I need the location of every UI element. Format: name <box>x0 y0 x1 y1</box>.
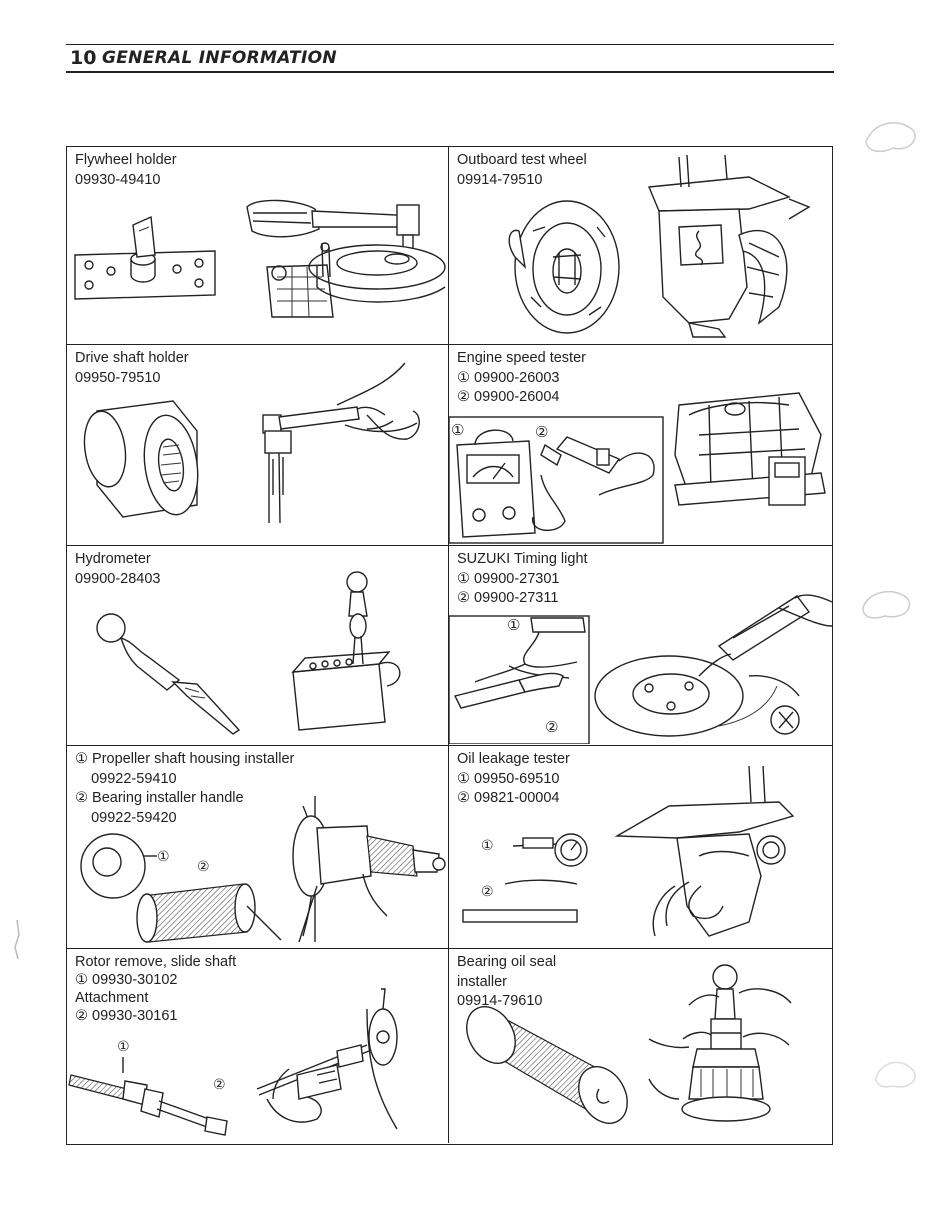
flywheel-holder-illustration <box>74 199 446 318</box>
part-number: 09914-79610 <box>457 993 543 1009</box>
rotor-remover-illustration: ① ② <box>68 988 398 1136</box>
tool-name: Rotor remove, slide shaft <box>75 954 237 970</box>
tool-cell-test-wheel: Outboard test wheel 09914-79510 <box>449 147 832 345</box>
tool-name: Attachment <box>75 990 149 1006</box>
header-rule-bottom <box>66 71 834 73</box>
tool-label: Drive shaft holder 09950-79510 <box>75 349 189 388</box>
page-number: 10 <box>70 47 97 69</box>
part-number: ① 09930-30102 <box>75 972 178 988</box>
tool-name: Hydrometer <box>75 551 151 567</box>
part-number: 09950-79510 <box>75 369 161 386</box>
callout-2: ② <box>535 423 548 441</box>
tool-name: Drive shaft holder <box>75 350 189 366</box>
oil-leakage-tester-illustration: ① ② <box>462 765 795 937</box>
tool-name: installer <box>457 973 507 990</box>
tool-cell-hydrometer: Hydrometer 09900-28403 <box>67 546 449 746</box>
tool-label: Engine speed tester ① 09900-26003 ② 0990… <box>457 349 586 408</box>
callout-2: ② <box>545 718 558 736</box>
part-number: 09922-59420 <box>75 809 177 826</box>
callout-1: ① <box>157 849 170 865</box>
housing-installer-illustration: ① ② <box>80 796 446 943</box>
tool-cell-timing-light: SUZUKI Timing light ① 09900-27301 ② 0990… <box>449 546 832 746</box>
callout-1: ① <box>507 616 520 634</box>
tool-cell-bearing-installer: Bearing oil seal installer 09914-79610 <box>449 949 832 1143</box>
part-number: 09922-59410 <box>75 770 177 787</box>
tool-label: Outboard test wheel 09914-79510 <box>457 151 587 190</box>
tool-label: Hydrometer 09900-28403 <box>75 550 160 589</box>
tool-label: Flywheel holder 09930-49410 <box>75 151 177 190</box>
tool-name: Flywheel holder <box>75 152 177 168</box>
scan-blot-4 <box>14 919 20 960</box>
callout-2: ② <box>481 884 494 900</box>
tool-name: Outboard test wheel <box>457 152 587 168</box>
part-number: 09914-79510 <box>457 171 543 188</box>
part-number: ① 09950-69510 <box>457 770 560 787</box>
callout-1: ① <box>117 1039 130 1055</box>
speed-tester-illustration: ① ② <box>449 392 826 544</box>
callout-2: ② <box>197 859 210 875</box>
tool-name: SUZUKI Timing light <box>457 551 588 567</box>
part-number: 09930-49410 <box>75 171 161 188</box>
tool-label: Bearing oil seal installer 09914-79610 <box>457 953 556 1012</box>
callout-2: ② <box>213 1077 226 1093</box>
bearing-installer-illustration <box>466 964 792 1124</box>
scan-blot-2 <box>862 590 911 619</box>
tool-cell-flywheel-holder: Flywheel holder 09930-49410 <box>67 147 449 345</box>
part-number: ② 09900-26004 <box>457 389 560 405</box>
tool-cell-drive-shaft-holder: Drive shaft holder 09950-79510 <box>67 345 449 546</box>
part-number: ① 09900-27301 <box>457 570 560 587</box>
test-wheel-illustration <box>508 154 811 338</box>
tool-label: Oil leakage tester ① 09950-69510 ② 09821… <box>457 750 570 809</box>
scan-blot-3 <box>875 1061 916 1088</box>
tool-label: ① Propeller shaft housing installer 0992… <box>75 750 294 828</box>
tool-cell-housing-installer: ① Propeller shaft housing installer 0992… <box>67 746 449 949</box>
timing-light-illustration: ① ② <box>449 594 832 744</box>
tool-cell-engine-speed-tester: Engine speed tester ① 09900-26003 ② 0990… <box>449 345 832 546</box>
part-number: 09900-28403 <box>75 570 161 587</box>
tool-name: ① Propeller shaft housing installer <box>75 751 295 767</box>
tool-name: Bearing oil seal <box>457 954 557 970</box>
tool-name: Oil leakage tester <box>457 751 570 767</box>
tool-name: ② Bearing installer handle <box>75 790 244 806</box>
header-rule-top <box>66 44 834 45</box>
drive-shaft-holder-illustration <box>83 362 420 524</box>
tool-cell-rotor-remover: Rotor remove, slide shaft ① 09930-30102 … <box>67 949 449 1143</box>
hydrometer-illustration <box>96 571 401 735</box>
callout-1: ① <box>481 838 494 854</box>
tool-label: Rotor remove, slide shaft ① 09930-30102 … <box>75 953 236 1025</box>
section-title: GENERAL INFORMATION <box>102 48 337 68</box>
part-number: ② 09900-27311 <box>457 590 559 606</box>
callout-1: ① <box>451 421 464 439</box>
scan-blot-1 <box>865 122 916 153</box>
tool-table: Flywheel holder 09930-49410 <box>66 146 833 1145</box>
tool-cell-oil-leakage-tester: Oil leakage tester ① 09950-69510 ② 09821… <box>449 746 832 949</box>
tool-name: Engine speed tester <box>457 350 586 366</box>
part-number: ② 09930-30161 <box>75 1008 178 1024</box>
part-number: ② 09821-00004 <box>457 790 560 806</box>
tool-label: SUZUKI Timing light ① 09900-27301 ② 0990… <box>457 550 588 609</box>
part-number: ① 09900-26003 <box>457 369 560 386</box>
